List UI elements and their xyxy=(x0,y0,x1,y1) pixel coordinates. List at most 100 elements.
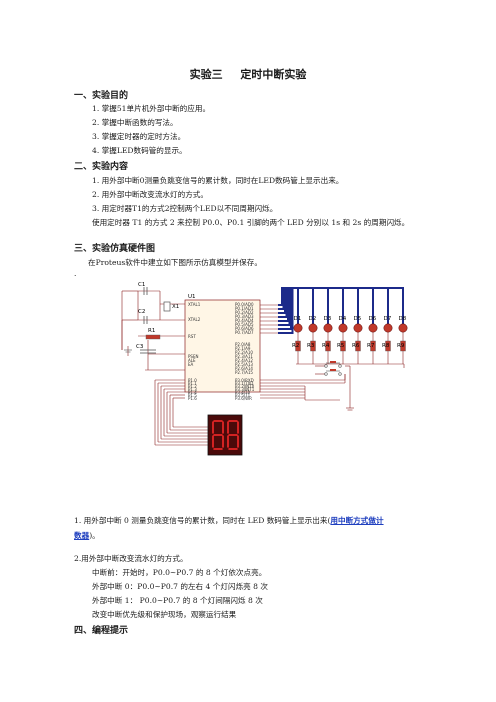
bus-wire xyxy=(278,287,374,326)
led-label: D4 xyxy=(339,316,347,322)
led-label: D6 xyxy=(369,316,377,322)
resistor-label: R7 xyxy=(367,343,375,349)
task2-line: 外部中断 1： P0.0~P0.7 的 8 个灯间隔闪烁 8 次 xyxy=(92,596,263,605)
led-label: D2 xyxy=(309,316,317,322)
led-d1 xyxy=(293,323,303,333)
u1-label: U1 xyxy=(188,294,196,300)
svg-text:P3.3/INT1: P3.3/INT1 xyxy=(235,387,255,392)
svg-text:XTAL1: XTAL1 xyxy=(188,302,201,307)
led-d5 xyxy=(353,323,363,333)
c2-label: C2 xyxy=(138,309,145,315)
hardware-intro: 在Proteus软件中建立如下图所示仿真模型并保存。 xyxy=(88,258,262,267)
svg-text:P0.6/AD6: P0.6/AD6 xyxy=(235,326,254,331)
svg-text:XTAL2: XTAL2 xyxy=(188,317,201,322)
resistor-r4 xyxy=(325,340,331,352)
svg-text:P2.4/A12: P2.4/A12 xyxy=(235,358,253,363)
task1-text-cont: 数器)。 xyxy=(74,530,100,541)
svg-text:P3.6/WR: P3.6/WR xyxy=(235,396,252,401)
svg-text:P0.3/AD3: P0.3/AD3 xyxy=(235,314,254,319)
svg-text:P3.1/TXD: P3.1/TXD xyxy=(235,381,253,386)
resistor-r2 xyxy=(295,340,301,352)
led-label: D3 xyxy=(324,316,332,322)
svg-text:EA: EA xyxy=(188,362,194,367)
svg-text:P0.2/AD2: P0.2/AD2 xyxy=(235,310,254,315)
svg-text:P2.7/A15: P2.7/A15 xyxy=(235,370,253,375)
svg-text:P3.2/INT0: P3.2/INT0 xyxy=(235,384,255,389)
svg-text:P1.4: P1.4 xyxy=(188,390,197,395)
task2-line: 外部中断 0：P0.0~P0.7 的左右 4 个灯闪烁亮 8 次 xyxy=(92,582,269,591)
task1-link[interactable]: 用中断方式做计 xyxy=(330,516,384,525)
task2-line: 中断前：开始时，P0.0~P0.7 的 8 个灯依次点亮。 xyxy=(92,568,267,577)
led-d7 xyxy=(383,323,393,333)
task2-heading: 2.用外部中断改变流水灯的方式。 xyxy=(74,554,188,563)
bus-wire xyxy=(278,287,389,330)
svg-text:P3.4/T0: P3.4/T0 xyxy=(235,390,251,395)
svg-text:RST: RST xyxy=(188,334,196,339)
svg-text:P1.6: P1.6 xyxy=(188,396,197,401)
bus-wire xyxy=(278,287,404,334)
task1-suffix: )。 xyxy=(89,531,100,540)
section-heading-hints: 四、编程提示 xyxy=(74,626,129,636)
svg-text:P1.5: P1.5 xyxy=(188,393,197,398)
led-label: D8 xyxy=(399,316,407,322)
page-title: 实验三 定时中断实验 xyxy=(0,66,496,82)
bus-wire xyxy=(278,287,314,324)
c3-label: C3 xyxy=(136,344,144,350)
svg-text:P0.4/AD4: P0.4/AD4 xyxy=(235,318,254,323)
svg-text:P1.1: P1.1 xyxy=(188,381,197,386)
svg-text:P2.6/A14: P2.6/A14 xyxy=(235,366,253,371)
content-item: 2. 用外部中断改变流水灯的方式。 xyxy=(92,190,208,199)
r1-label: R1 xyxy=(148,328,155,334)
svg-text:P0.5/AD5: P0.5/AD5 xyxy=(235,322,254,327)
task1-prefix: 1. 用外部中断 0 测量负跳变信号的累计数，同时在 LED 数码管上显示出来( xyxy=(74,516,331,525)
led-d3 xyxy=(323,323,333,333)
svg-text:P1.0: P1.0 xyxy=(188,378,197,383)
svg-text:P2.0/A8: P2.0/A8 xyxy=(235,342,251,347)
svg-text:P3.0/RXD: P3.0/RXD xyxy=(235,378,254,383)
resistor-r3 xyxy=(310,340,316,352)
c1-label: C1 xyxy=(138,282,145,288)
bus-wire xyxy=(278,287,359,324)
svg-text:P2.5/A13: P2.5/A13 xyxy=(235,362,253,367)
led-label: D1 xyxy=(294,316,302,322)
content-item: 1. 用外部中断0测量负跳变信号的累计数，同时在LED数码管上显示出来。 xyxy=(92,176,344,185)
bus-wire xyxy=(278,287,299,324)
led-label: D7 xyxy=(384,316,392,322)
content-note: 使用定时器 T1 的方式 2 来控制 P0.0、P0.1 引脚的两个 LED 分… xyxy=(92,218,410,227)
svg-text:ALE: ALE xyxy=(188,358,196,363)
svg-text:P0.0/AD0: P0.0/AD0 xyxy=(235,302,254,307)
purpose-item: 2. 掌握中断函数的写法。 xyxy=(92,118,178,127)
circuit-schematic: C1 C2 C3 X1 R1 U1 XTAL1 XTAL2 RST PSEN A… xyxy=(121,282,408,456)
resistor-r9 xyxy=(400,340,406,352)
bus-wire xyxy=(278,287,329,324)
purpose-item: 4. 掌握LED数码管的显示。 xyxy=(92,146,187,155)
resistor-label: R4 xyxy=(322,343,330,349)
bus-wire xyxy=(278,287,344,324)
svg-text:PSEN: PSEN xyxy=(188,354,198,359)
section-heading-content: 二、实验内容 xyxy=(74,162,129,172)
task2-line: 改变中断优先级和保护现场，观察运行结果 xyxy=(92,610,237,619)
led-d2 xyxy=(308,323,318,333)
title-sub: 定时中断实验 xyxy=(240,68,307,81)
resistor-r5 xyxy=(340,340,346,352)
purpose-item: 3. 掌握定时器的定时方法。 xyxy=(92,132,186,141)
led-d8 xyxy=(398,323,408,333)
led-d6 xyxy=(368,323,378,333)
resistor-r8 xyxy=(385,340,391,352)
resistor-label: R8 xyxy=(382,343,390,349)
svg-text:P0.7/AD7: P0.7/AD7 xyxy=(235,330,254,335)
svg-text:P0.1/AD1: P0.1/AD1 xyxy=(235,306,254,311)
resistor-r7 xyxy=(370,340,376,352)
task1-text: 1. 用外部中断 0 测量负跳变信号的累计数，同时在 LED 数码管上显示出来(… xyxy=(74,515,384,526)
svg-text:P2.3/A11: P2.3/A11 xyxy=(235,354,253,359)
resistor-r6 xyxy=(355,340,361,352)
svg-text:P1.2: P1.2 xyxy=(188,384,197,389)
content-item: 3. 用定时器T1的方式2控制两个LED以不同周期闪烁。 xyxy=(92,204,278,213)
svg-text:P2.1/A9: P2.1/A9 xyxy=(235,346,251,351)
led-d4 xyxy=(338,323,348,333)
svg-text:P1.3: P1.3 xyxy=(188,387,197,392)
x1-label: X1 xyxy=(172,304,179,310)
task1-link-cont[interactable]: 数器 xyxy=(74,531,90,540)
resistor-label: R6 xyxy=(352,343,360,349)
title-main: 实验三 xyxy=(189,68,223,81)
